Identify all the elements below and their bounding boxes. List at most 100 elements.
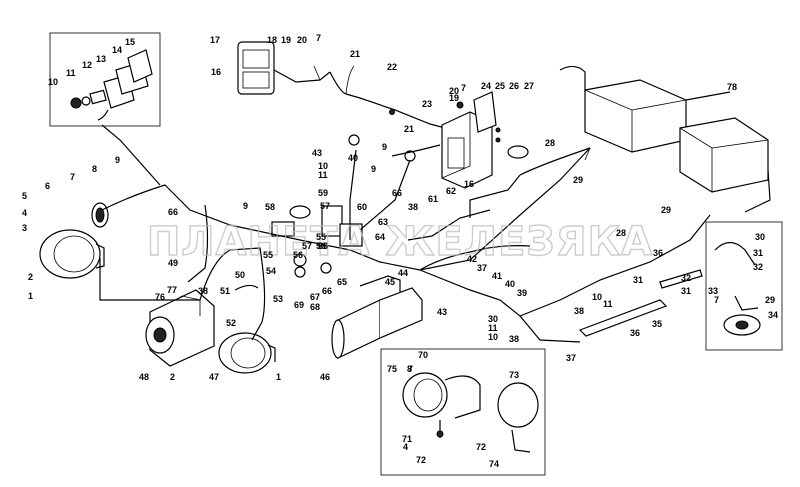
callout: 42 <box>467 254 477 264</box>
callout: 7 <box>70 172 75 182</box>
callout: 64 <box>375 232 385 242</box>
callout: 43 <box>312 148 322 158</box>
callout: 58 <box>265 202 275 212</box>
callout: 23 <box>422 99 432 109</box>
callout: 38 <box>198 286 208 296</box>
callout: 29 <box>765 295 775 305</box>
rear-lamp-exploded <box>70 49 153 121</box>
callout: 57 <box>302 241 312 251</box>
callout: 30 <box>755 232 765 242</box>
callout: 17 <box>210 35 220 45</box>
callout: 9 <box>371 164 376 174</box>
inset-frame-work-lights <box>380 348 546 476</box>
callout: 43 <box>437 307 447 317</box>
callout: 19 <box>281 35 291 45</box>
callout: 66 <box>322 286 332 296</box>
callout: 11 <box>603 299 613 309</box>
callout: 39 <box>517 288 527 298</box>
headlamp-left <box>39 229 105 279</box>
voltage-regulator <box>441 91 529 189</box>
callout: 56 <box>293 250 303 260</box>
callout: 16 <box>211 67 221 77</box>
callout: 28 <box>545 138 555 148</box>
horn <box>91 202 109 228</box>
headlamp-right <box>218 332 276 374</box>
callout: 78 <box>727 82 737 92</box>
callout: 45 <box>385 277 395 287</box>
callout: 59 <box>318 188 328 198</box>
callout: 7 <box>408 364 413 374</box>
callout: 4 <box>403 442 408 452</box>
callout: 7 <box>316 33 321 43</box>
callout: 32 <box>681 273 691 283</box>
callout: 33 <box>708 286 718 296</box>
callout: 32 <box>753 262 763 272</box>
callout: 41 <box>492 271 502 281</box>
callout: 10 <box>488 332 498 342</box>
callout: 38 <box>509 334 519 344</box>
callout: 13 <box>96 54 106 64</box>
callout: 66 <box>392 188 402 198</box>
callout: 24 <box>481 81 491 91</box>
callout: 28 <box>616 228 626 238</box>
callout: 15 <box>125 37 135 47</box>
callout: 22 <box>387 62 397 72</box>
wire-rear <box>329 71 446 129</box>
callout: 31 <box>753 248 763 258</box>
callout: 38 <box>408 202 418 212</box>
callout: 46 <box>320 372 330 382</box>
callout: 68 <box>310 302 320 312</box>
callout: 7 <box>714 295 719 305</box>
callout: 1 <box>28 291 33 301</box>
callout: 73 <box>509 370 519 380</box>
callout: 67 <box>310 292 320 302</box>
callout: 36 <box>630 328 640 338</box>
callout: 19 <box>449 93 459 103</box>
callout: 18 <box>267 35 277 45</box>
callout: 11 <box>488 323 498 333</box>
callout: 69 <box>294 300 304 310</box>
callout: 4 <box>22 208 27 218</box>
callout: 2 <box>28 272 33 282</box>
watermark: ПЛАНЕТА ЖЕЛЕЗЯКА <box>147 219 653 265</box>
callout: 10 <box>48 77 58 87</box>
callout: 21 <box>404 124 414 134</box>
callout: 34 <box>768 310 778 320</box>
callout: 8 <box>407 364 412 374</box>
instrument-cluster <box>271 134 416 278</box>
callout: 56 <box>316 241 326 251</box>
callout: 1 <box>276 372 281 382</box>
callout: 8 <box>92 164 97 174</box>
callout: 9 <box>115 155 120 165</box>
callout-labels: 1 1 2 2 3 4 5 6 7 7 7 7 7 8 8 9 9 9 10 1… <box>22 33 778 469</box>
battery-pack <box>559 65 771 213</box>
callout: 20 <box>297 35 307 45</box>
callout: 51 <box>220 286 230 296</box>
callout: 12 <box>82 60 92 70</box>
wire-harness-rear <box>419 214 711 317</box>
callout: 74 <box>489 459 499 469</box>
callout: 38 <box>574 306 584 316</box>
callout: 50 <box>235 270 245 280</box>
callout: 26 <box>509 81 519 91</box>
callout: 10 <box>592 292 602 302</box>
callout: 55 <box>263 250 273 260</box>
callout: 29 <box>573 175 583 185</box>
callout: 66 <box>168 207 178 217</box>
wire-harness-lower <box>99 247 266 341</box>
callout: 10 <box>318 161 328 171</box>
callout: 11 <box>318 170 328 180</box>
callout: 6 <box>45 181 50 191</box>
callout: 16 <box>464 179 474 189</box>
callout: 21 <box>350 49 360 59</box>
callout: 61 <box>428 194 438 204</box>
inset-frame-rear-lamp <box>49 32 161 127</box>
callout: 77 <box>167 285 177 295</box>
callout: 9 <box>243 201 248 211</box>
callout: 72 <box>416 455 426 465</box>
callout: 55 <box>316 232 326 242</box>
generator <box>145 289 215 367</box>
callout: 70 <box>418 350 428 360</box>
callout: 60 <box>357 202 367 212</box>
